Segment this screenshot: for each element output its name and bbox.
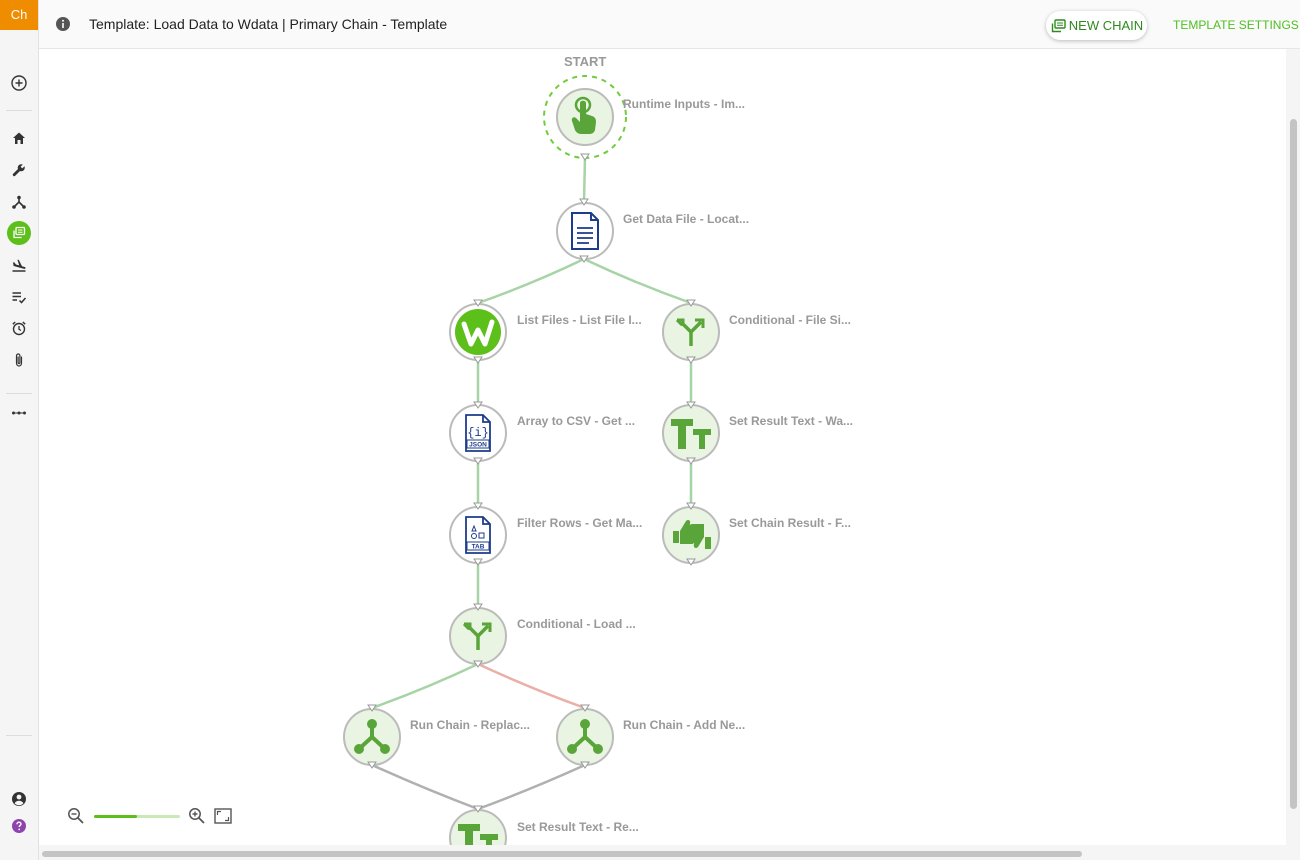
chain-canvas[interactable]: START [39,49,1286,845]
node-label[interactable]: Set Result Text - Re... [517,820,639,834]
checklist-icon[interactable] [7,285,31,309]
zoom-in-icon[interactable] [188,807,206,830]
zoom-slider-fill [94,815,137,818]
document-icon [571,212,599,250]
tab-file-icon: TAB [465,516,491,554]
node-label[interactable]: Run Chain - Add Ne... [623,718,746,732]
connection-line [477,763,586,811]
vertical-scrollbar[interactable] [1287,49,1300,845]
horizontal-scrollbar[interactable] [39,846,1287,860]
node-filter-rows: TAB [449,506,507,564]
node-get-data-file [556,202,614,260]
connection-line [371,662,479,710]
svg-text:TAB: TAB [472,544,485,551]
node-label[interactable]: Runtime Inputs - Im... [623,97,745,111]
connection-line [583,257,692,305]
node-set-chain-result [662,506,720,564]
node-label[interactable]: Conditional - Load ... [517,617,636,631]
node-conditional-load [449,607,507,665]
info-icon[interactable] [55,16,71,32]
home-icon[interactable] [7,126,31,150]
chain-network-icon[interactable] [7,190,31,214]
zoom-slider[interactable] [94,815,180,818]
touch-hand-icon [571,96,596,134]
connection-line [477,257,585,305]
branch-icon [462,622,492,650]
text-format-icon [458,824,498,845]
svg-text:{i}: {i} [467,426,489,440]
sidebar-divider [6,735,32,736]
node-label[interactable]: Run Chain - Replac... [410,718,531,732]
paperclip-icon[interactable] [7,348,31,372]
node-runtime-inputs [556,88,614,146]
sidebar: Ch [0,0,39,860]
connection-line [582,156,587,203]
help-icon[interactable] [7,814,31,838]
template-settings-button[interactable]: TEMPLATE SETTINGS [1173,18,1299,32]
sidebar-divider [6,393,32,394]
node-label[interactable]: Set Result Text - Wa... [729,414,854,428]
new-chain-label: NEW CHAIN [1068,18,1144,33]
node-list-files [449,303,507,361]
node-array-to-csv: {i} JSON [449,404,507,462]
add-circle-icon[interactable] [7,71,31,95]
app-logo[interactable]: Ch [0,0,38,30]
thumbs-up-down-icon [673,520,711,549]
airplane-landing-icon[interactable] [7,253,31,277]
text-format-icon [671,419,711,449]
node-label[interactable]: Set Chain Result - F... [729,516,852,530]
node-set-result-text [662,404,720,462]
fit-to-screen-icon[interactable] [214,808,232,829]
new-chain-icon [1051,18,1066,32]
wdata-logo-icon [461,319,495,347]
connector-ports [367,153,696,813]
sidebar-divider [6,110,32,111]
more-icon[interactable] [7,401,31,425]
node-label[interactable]: List Files - List File I... [517,313,642,327]
node-conditional-file-size [662,303,720,361]
run-chain-icon [354,719,390,754]
node-label[interactable]: Filter Rows - Get Ma... [517,516,643,530]
chains-icon[interactable] [7,221,31,245]
wrench-icon[interactable] [7,158,31,182]
node-label[interactable]: Get Data File - Locat... [623,212,750,226]
node-label[interactable]: Array to CSV - Get ... [517,414,636,428]
new-chain-button[interactable]: NEW CHAIN [1046,11,1147,40]
start-label: START [564,54,607,69]
node-run-chain-replace [343,708,401,766]
horizontal-scrollbar-thumb[interactable] [42,851,1082,857]
svg-text:JSON: JSON [469,442,487,449]
page-title: Template: Load Data to Wdata | Primary C… [89,16,448,32]
header-bar: Template: Load Data to Wdata | Primary C… [39,0,1300,49]
alarm-clock-icon[interactable] [7,316,31,340]
vertical-scrollbar-thumb[interactable] [1290,119,1297,809]
node-run-chain-add [556,708,614,766]
node-label[interactable]: Conditional - File Si... [729,313,851,327]
node-set-result-text-re [449,809,507,845]
connection-line [371,763,479,811]
branch-icon [675,318,705,346]
user-icon[interactable] [7,787,31,811]
run-chain-icon [567,719,603,754]
json-file-icon: {i} JSON [465,414,491,452]
zoom-out-icon[interactable] [67,807,85,830]
chain-graph: {i} JSON TAB [343,75,720,845]
connection-line [477,662,586,710]
